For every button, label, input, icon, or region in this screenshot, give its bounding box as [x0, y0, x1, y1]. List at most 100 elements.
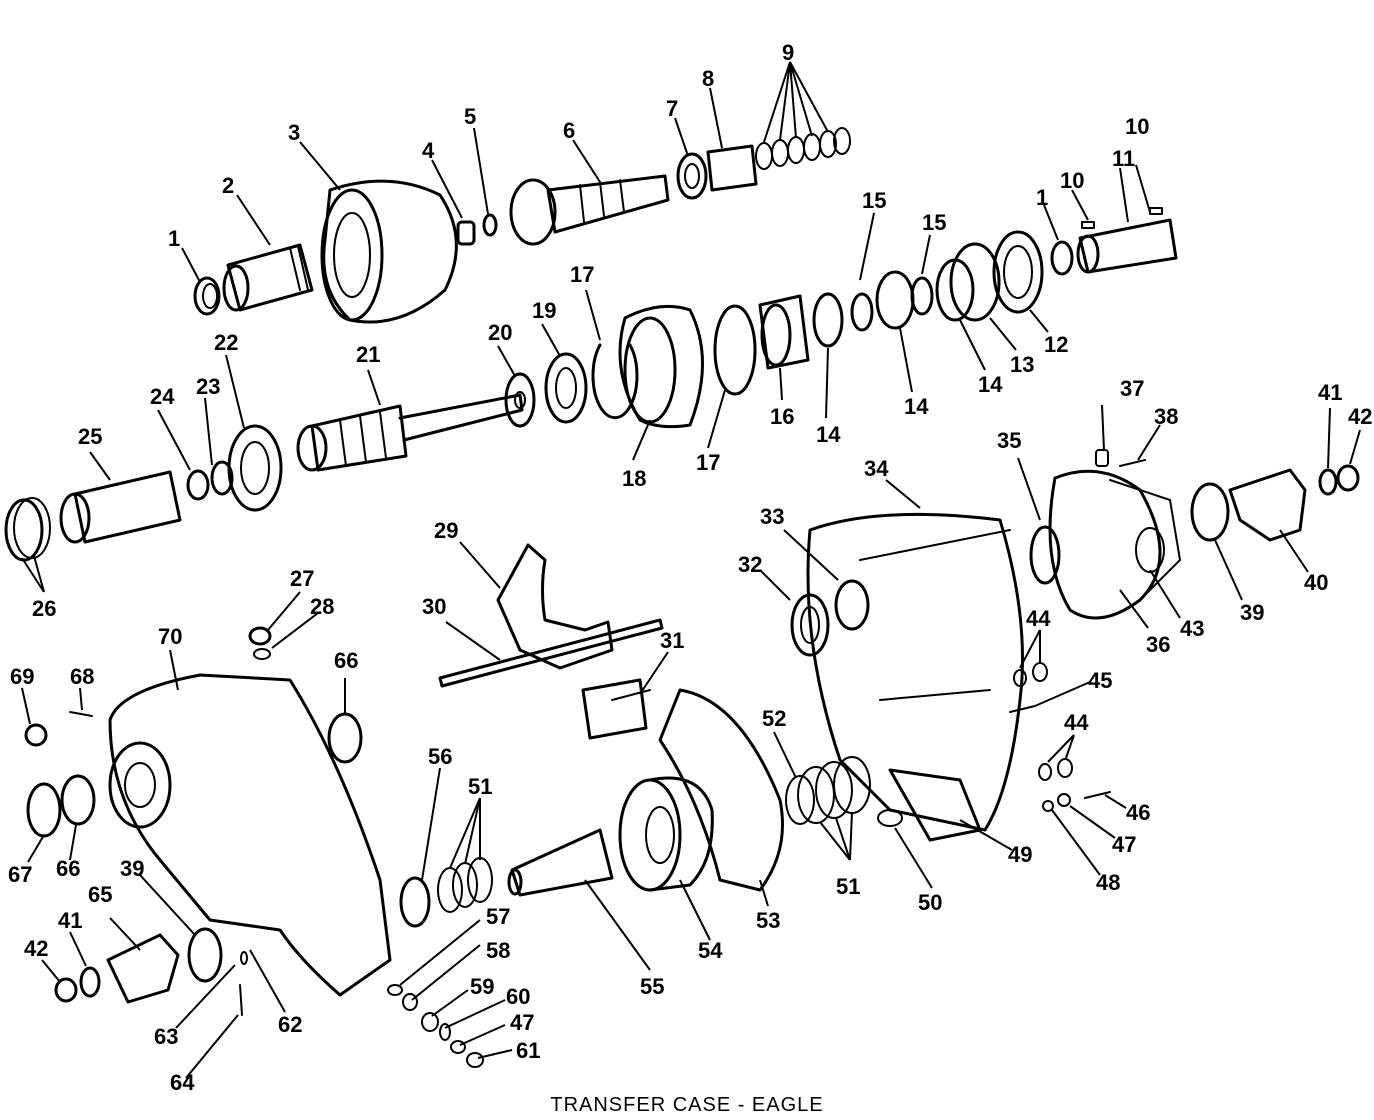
part-7-bearing	[676, 152, 708, 200]
part-68-pin	[69, 711, 93, 717]
part-43-ring	[1135, 527, 1165, 573]
part-44-45-46-fasteners	[1009, 662, 1111, 812]
callout-44-b: 44	[1064, 710, 1089, 735]
callout-32: 32	[738, 552, 762, 577]
leader-lines	[21, 61, 1361, 1079]
callout-66-b: 66	[56, 856, 80, 881]
callout-labels: 1 2 3 4 5 6 7 8 9 10 10 11 1 15 15 12 13…	[8, 40, 1372, 1095]
part-4-pin	[456, 220, 476, 246]
callout-13: 13	[1010, 352, 1034, 377]
callout-45: 45	[1088, 668, 1112, 693]
callout-33: 33	[760, 504, 784, 529]
callout-46: 46	[1126, 800, 1150, 825]
callout-70: 70	[158, 624, 182, 649]
callout-9: 9	[782, 40, 794, 65]
part-19-bearing	[544, 352, 588, 424]
part-57-61-small-parts	[387, 984, 484, 1068]
part-53-chain	[658, 688, 784, 892]
part-32-bearing	[790, 593, 830, 657]
part-30-rod	[438, 618, 664, 688]
part-11-sleeve	[1050, 218, 1178, 276]
part-37-plug	[1095, 449, 1109, 467]
callout-31: 31	[660, 628, 684, 653]
callout-66-a: 66	[334, 648, 358, 673]
part-31-bracket	[581, 678, 651, 740]
part-52-ring	[785, 775, 815, 825]
part-56-bearing	[399, 876, 431, 928]
part-39-lower-seal	[187, 927, 223, 983]
part-33-ring	[834, 579, 870, 631]
part-65-yoke	[106, 933, 180, 1004]
part-67-seal	[26, 782, 62, 838]
callout-59: 59	[470, 974, 494, 999]
part-41-washer	[1318, 468, 1338, 496]
callout-60: 60	[506, 984, 530, 1009]
part-5-ring	[482, 213, 498, 237]
callout-51-b: 51	[468, 774, 492, 799]
part-24-sleeve	[186, 469, 210, 501]
callout-62: 62	[278, 1012, 302, 1037]
callout-39-a: 39	[1240, 600, 1264, 625]
part-23-ring	[210, 460, 234, 496]
callout-55: 55	[640, 974, 664, 999]
part-25-shaft	[59, 470, 182, 544]
callout-56: 56	[428, 744, 452, 769]
callout-20: 20	[488, 320, 512, 345]
callout-1-a: 1	[168, 226, 180, 251]
callout-28: 28	[310, 594, 334, 619]
part-69-nut	[24, 723, 48, 747]
part-20-washer	[504, 372, 536, 428]
callout-12: 12	[1044, 332, 1068, 357]
part-36-cover	[1048, 469, 1181, 620]
callout-30: 30	[422, 594, 446, 619]
callout-14-b: 14	[904, 394, 929, 419]
callout-5: 5	[464, 104, 476, 129]
callout-15-a: 15	[862, 188, 886, 213]
callout-52: 52	[762, 706, 786, 731]
part-8-spacer	[706, 144, 758, 192]
part-66-bearings	[60, 712, 363, 826]
callout-25: 25	[78, 424, 102, 449]
part-50-washer	[877, 809, 903, 827]
part-16-gear	[758, 294, 810, 370]
callout-43: 43	[1180, 616, 1204, 641]
callout-23: 23	[196, 374, 220, 399]
part-21-shaft	[296, 393, 524, 472]
callout-65: 65	[88, 882, 112, 907]
callout-41-b: 41	[58, 908, 82, 933]
part-9-rings	[755, 127, 851, 170]
callout-57: 57	[486, 904, 510, 929]
callout-3: 3	[288, 120, 300, 145]
part-35-bearing	[1029, 525, 1061, 585]
callout-4: 4	[422, 138, 435, 163]
part-18-gear	[618, 304, 704, 429]
part-1-ring	[193, 276, 221, 316]
callout-42-a: 42	[1348, 404, 1372, 429]
part-22-bearing	[227, 424, 283, 512]
part-39-seal	[1190, 482, 1230, 542]
callout-61: 61	[516, 1038, 540, 1063]
part-42-nut	[1336, 464, 1360, 492]
callout-44-a: 44	[1026, 606, 1051, 631]
callout-48: 48	[1096, 870, 1120, 895]
part-29-fork	[496, 543, 614, 670]
part-3-housing	[320, 179, 458, 324]
part-26-seals	[4, 497, 51, 562]
callout-17-a: 17	[570, 262, 594, 287]
callout-49: 49	[1008, 842, 1032, 867]
callout-51-a: 51	[836, 874, 860, 899]
callout-35: 35	[997, 428, 1021, 453]
callout-27: 27	[290, 566, 314, 591]
callout-41-a: 41	[1318, 380, 1342, 405]
callout-42-b: 42	[24, 936, 48, 961]
callout-63: 63	[154, 1024, 178, 1049]
callout-8: 8	[702, 66, 714, 91]
callout-19: 19	[532, 298, 556, 323]
part-62-64-fasteners	[239, 951, 248, 1016]
part-49-bracket	[888, 768, 982, 842]
part-15-bearings	[850, 276, 934, 332]
diagram-caption: TRANSFER CASE - EAGLE	[550, 1094, 824, 1116]
callout-6: 6	[563, 118, 575, 143]
callout-39-b: 39	[120, 856, 144, 881]
callout-40: 40	[1304, 570, 1328, 595]
